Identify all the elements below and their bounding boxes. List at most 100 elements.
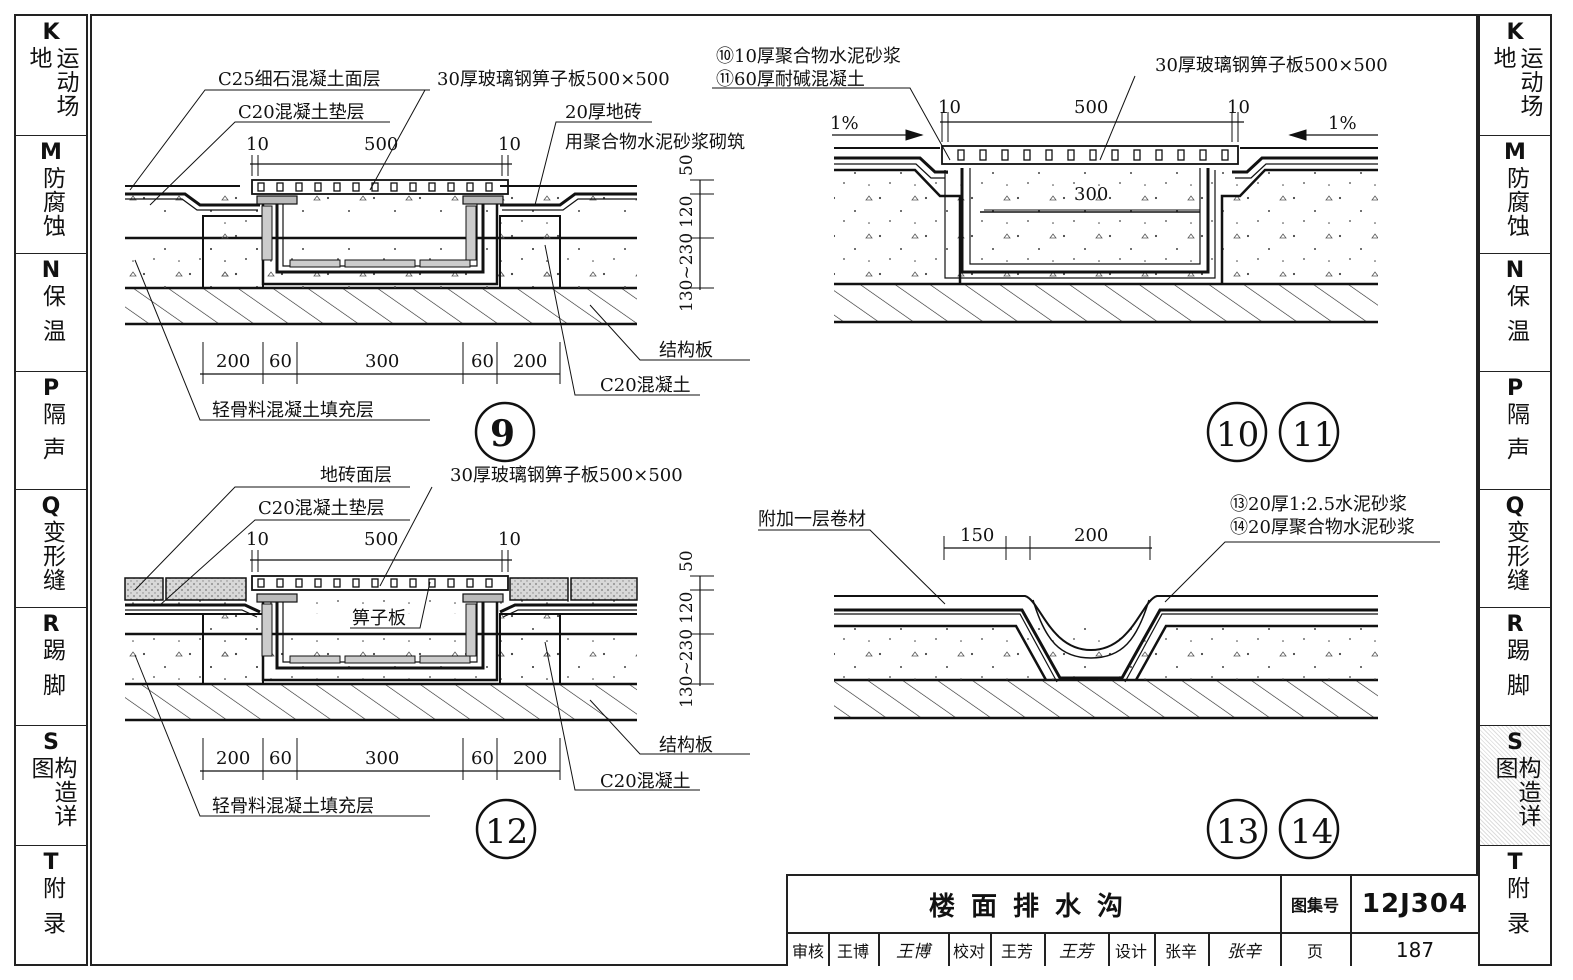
- dim-text: 200: [216, 748, 250, 769]
- dim-text: 120: [677, 592, 697, 624]
- tab-letter: T: [43, 850, 59, 875]
- detail-12: [124, 486, 750, 860]
- dim-text: 10: [938, 97, 961, 118]
- tab-label: 踢脚: [38, 638, 65, 708]
- detail-badge-12: [475, 798, 537, 860]
- badge-text-11: 11: [1292, 415, 1335, 455]
- label-membrane: 附加一层卷材: [758, 509, 866, 530]
- dim-text: 50: [677, 550, 697, 572]
- dim-text: 10: [498, 529, 521, 550]
- dim-text: 500: [1074, 97, 1108, 118]
- dim-text: 10: [1227, 97, 1250, 118]
- label-mortar-13: ⑬20厚1:2.5水泥砂浆: [1230, 494, 1407, 515]
- tab-letter: Q: [41, 494, 61, 519]
- reviewer-signature: 王博: [896, 942, 930, 962]
- detail-9-text: C25细石混凝土面层 C20混凝土垫层 30厚玻璃钢箅子板500×500 20厚…: [212, 69, 745, 455]
- grate-bars: [257, 578, 493, 588]
- label-topping: C25细石混凝土面层: [218, 69, 381, 90]
- detail-10-11-text: ⑩10厚聚合物水泥砂浆 ⑪60厚耐碱混凝土 30厚玻璃钢箅子板500×500 1…: [716, 46, 1388, 455]
- tab-label: 运动场地: [1489, 46, 1542, 118]
- detail-badge-10: [1206, 401, 1268, 463]
- drawing-title: 楼面排水沟: [928, 891, 1139, 922]
- tab-label: 防腐蚀: [38, 166, 65, 238]
- designer-name: 张辛: [1164, 941, 1197, 961]
- detail-10-11: [712, 75, 1378, 463]
- atlas-label: 图集号: [1290, 896, 1339, 915]
- designer-signature: 张辛: [1227, 942, 1261, 962]
- label-grate: 30厚玻璃钢箅子板500×500: [437, 69, 670, 90]
- dim-text: 60: [471, 748, 494, 769]
- tab-label: 附录: [1502, 876, 1529, 946]
- atlas-number: 12J304: [1361, 889, 1469, 919]
- label-filler: 轻骨料混凝土填充层: [212, 400, 374, 421]
- tab-letter: M: [40, 140, 62, 165]
- detail-12-text: 地砖面层 C20混凝土垫层 30厚玻璃钢箅子板500×500 箅子板 结构板 C…: [212, 465, 713, 852]
- tab-letter: S: [43, 730, 59, 755]
- checker-name: 王芳: [1000, 941, 1033, 961]
- tab-letter: M: [1504, 140, 1526, 165]
- tab-letter: T: [1507, 850, 1523, 875]
- tab-label: 变形缝: [1502, 520, 1529, 592]
- reviewer-name: 王博: [836, 941, 869, 961]
- dim-text: 130~230: [677, 629, 697, 708]
- tab-letter: K: [1506, 20, 1524, 45]
- badge-text-12: 12: [485, 812, 528, 852]
- label-filler: 轻骨料混凝土填充层: [212, 796, 374, 817]
- label-mortar-14: ⑭20厚聚合物水泥砂浆: [1230, 517, 1415, 538]
- label-slab: 结构板: [659, 735, 713, 756]
- dim-text: 200: [1074, 525, 1108, 546]
- tab-label: 构造详图: [1491, 756, 1540, 828]
- label-slope-left: 1%: [830, 113, 859, 134]
- slab-hatch: [125, 288, 637, 324]
- dim-text: 200: [216, 351, 250, 372]
- dim-text: 300: [365, 351, 399, 372]
- tab-letter: R: [42, 612, 60, 637]
- dim-text: 60: [471, 351, 494, 372]
- tab-label: 构造详图: [27, 756, 76, 828]
- tab-label: 防腐蚀: [1502, 166, 1529, 238]
- page-label: 页: [1306, 941, 1323, 961]
- tab-letter: K: [42, 20, 60, 45]
- tab-label: 变形缝: [38, 520, 65, 592]
- tab-letter: Q: [1505, 494, 1525, 519]
- dim-text: 10: [246, 529, 269, 550]
- label-tile: 20厚地砖: [565, 102, 642, 123]
- tab-label: 踢脚: [1502, 638, 1529, 708]
- dim-text: 150: [960, 525, 994, 546]
- detail-badge-14: [1278, 798, 1340, 860]
- tab-label: 隔声: [1502, 402, 1529, 472]
- tab-label: 隔声: [38, 402, 65, 472]
- check-label: 校对: [952, 941, 985, 961]
- dim-text: 50: [677, 154, 697, 176]
- tab-letter: P: [1506, 376, 1524, 401]
- tab-label: 附录: [38, 876, 65, 946]
- drawing-frame: [90, 14, 1478, 966]
- detail-badge-9: [474, 401, 536, 463]
- page-number: 187: [1395, 937, 1435, 962]
- badge-text-14: 14: [1290, 812, 1333, 852]
- dim-text: 300: [1074, 184, 1108, 205]
- label-concrete: C20混凝土: [600, 771, 691, 792]
- dim-text: 120: [677, 196, 697, 228]
- title-block: 楼面排水沟 图集号 12J304 审核 王博 王博 校对 王芳 王芳 设计 张辛…: [786, 874, 1480, 966]
- badge-text-9: 9: [490, 413, 515, 455]
